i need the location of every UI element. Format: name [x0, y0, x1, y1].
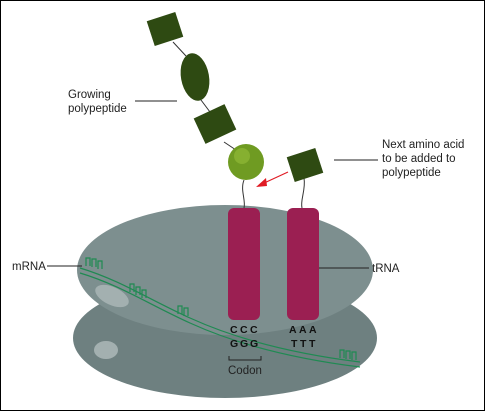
base-letter: A	[289, 324, 297, 336]
codon-left: G G G	[230, 338, 258, 350]
trna-left	[228, 208, 260, 320]
base-letter: C	[230, 324, 238, 336]
base-letter: G	[250, 338, 258, 350]
codon-right: T T T	[291, 338, 316, 350]
next-amino-acid-label-2: to be added to	[382, 153, 456, 165]
amino-acid-1	[146, 12, 184, 46]
base-letter: T	[291, 338, 298, 350]
next-amino-acid-label-1: Next amino acid	[382, 139, 464, 151]
next-amino-acid	[286, 148, 324, 182]
mrna-label: mRNA	[12, 261, 46, 273]
ribosome-highlight	[95, 284, 129, 308]
amino-acid-3	[193, 104, 237, 144]
leader-lines	[47, 100, 378, 269]
ribosome-large-subunit	[77, 205, 373, 335]
base-letter: A	[299, 324, 307, 336]
base-letter: G	[230, 338, 238, 350]
growing-polypeptide-label-1: Growing	[68, 89, 111, 101]
amino-acid-4-highlight	[234, 148, 250, 164]
peptide-bond-arrow	[256, 171, 289, 187]
anticodon-left: C C C	[230, 324, 258, 336]
trna-right	[287, 208, 319, 320]
base-letter: A	[309, 324, 317, 336]
anticodon-right: A A A	[289, 324, 317, 336]
codon-label: Codon	[228, 365, 262, 377]
codon-bracket	[228, 356, 262, 361]
next-amino-acid-label-3: polypeptide	[382, 167, 441, 179]
mrna-strand	[79, 257, 361, 368]
growing-polypeptide-label-2: polypeptide	[68, 103, 127, 115]
base-letter: G	[240, 338, 248, 350]
base-letter: T	[309, 338, 316, 350]
amino-acid-2	[180, 53, 210, 101]
base-letter: C	[240, 324, 248, 336]
ribosome-highlight	[94, 341, 118, 359]
base-letter: T	[300, 338, 307, 350]
trna-label: tRNA	[372, 263, 400, 275]
base-letter: C	[250, 324, 258, 336]
